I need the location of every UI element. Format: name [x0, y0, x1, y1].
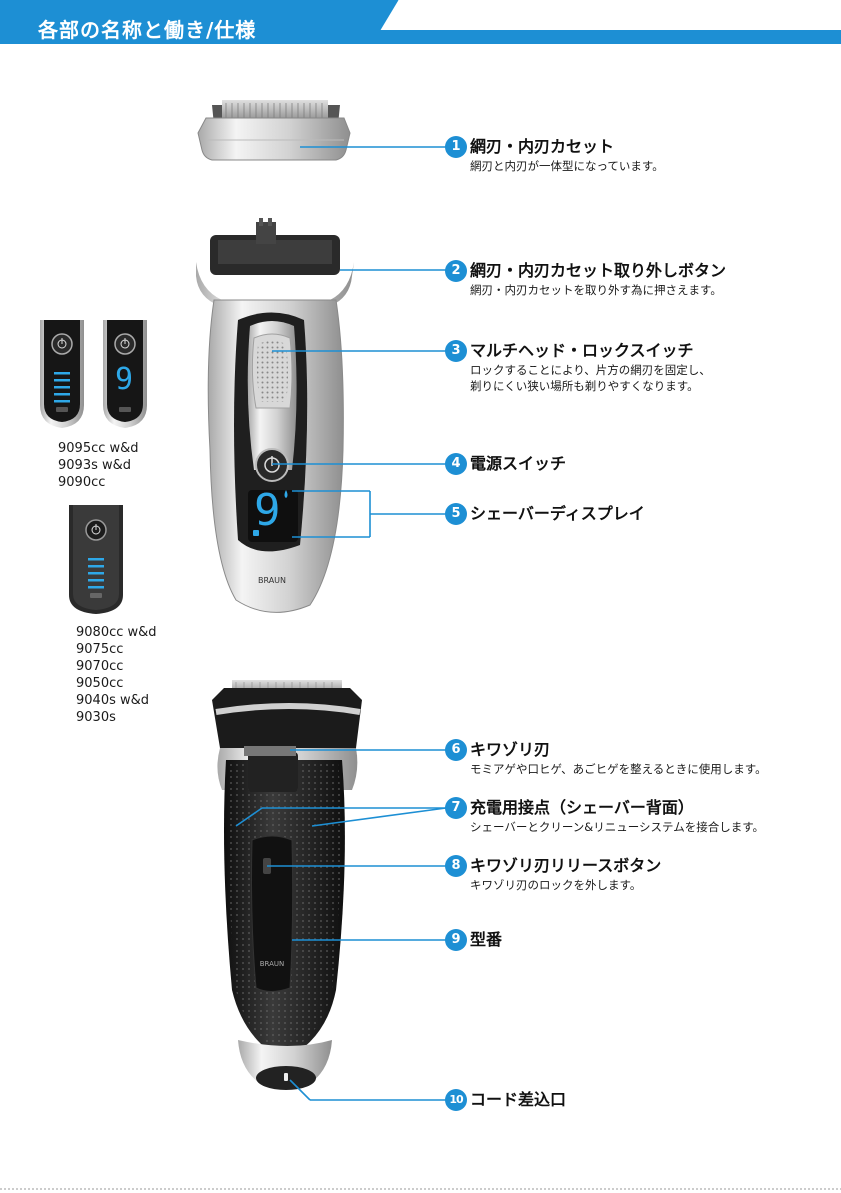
callout-number: 8 — [445, 855, 467, 877]
callout-title: コード差込口 — [470, 1090, 567, 1109]
callout-title: 型番 — [470, 930, 503, 949]
callout-number: 2 — [445, 260, 467, 282]
model-name: 9070cc — [76, 659, 124, 674]
callout-number: 9 — [445, 929, 467, 951]
header-band — [0, 0, 841, 44]
display-variant-bars — [40, 320, 84, 428]
callout-title: 充電用接点（シェーバー背面） — [470, 798, 694, 817]
display-variant-bars-dark — [69, 505, 123, 614]
callout-number: 5 — [445, 503, 467, 525]
dark-shaver-illustration: BRAUN — [212, 680, 362, 1090]
callout-title: 網刃・内刃カセット取り外しボタン — [470, 261, 727, 280]
model-name: 9050cc — [76, 676, 124, 691]
model-name: 9095cc w&d — [58, 441, 139, 456]
callout-title: 電源スイッチ — [470, 454, 567, 473]
callout-desc: 網刃・内刃カセットを取り外す為に押さえます。 — [470, 283, 722, 297]
callout-title: キワゾリ刃リリースボタン — [470, 856, 662, 875]
display-digit-small: 9 — [115, 362, 134, 397]
silver-shaver-illustration: BRAUN — [196, 218, 354, 613]
callout-number: 7 — [445, 797, 467, 819]
brand-logo-silver: BRAUN — [258, 576, 286, 585]
callout-title: キワゾリ刃 — [470, 740, 551, 759]
callout-title: 網刃・内刃カセット — [470, 137, 615, 156]
callout-title: マルチヘッド・ロックスイッチ — [470, 341, 694, 360]
model-name: 9080cc w&d — [76, 625, 157, 640]
callout-number: 4 — [445, 453, 467, 475]
model-name: 9075cc — [76, 642, 124, 657]
callout-desc: 網刃と内刃が一体型になっています。 — [470, 159, 664, 173]
callout-desc: モミアゲや口ヒゲ、あごヒゲを整えるときに使用します。 — [470, 762, 767, 776]
callout-desc: 剃りにくい狭い場所も剃りやすくなります。 — [470, 379, 699, 393]
model-name: 9093s w&d — [58, 458, 132, 473]
callout-title: シェーバーディスプレイ — [470, 504, 645, 523]
leader-lines — [235, 146, 447, 1101]
brand-logo-dark: BRAUN — [260, 960, 285, 968]
footer-divider — [0, 1188, 841, 1190]
page-title: 各部の名称と働き/仕様 — [38, 18, 257, 42]
display-variant-digit — [103, 320, 147, 428]
callout-number: 3 — [445, 340, 467, 362]
model-list-a: 9095cc w&d 9093s w&d 9090cc — [58, 440, 139, 491]
callout-number: 10 — [445, 1089, 467, 1111]
display-digit-main: 9 — [254, 485, 281, 536]
callout-desc: キワゾリ刃のロックを外します。 — [470, 878, 642, 892]
callout-desc: シェーバーとクリーン&リニューシステムを接合します。 — [470, 820, 765, 834]
callout-desc: ロックすることにより、片方の網刃を固定し、 — [470, 363, 711, 377]
model-name: 9090cc — [58, 475, 106, 490]
callout-number: 6 — [445, 739, 467, 761]
model-list-b: 9080cc w&d 9075cc 9070cc 9050cc 9040s w&… — [76, 624, 157, 726]
model-name: 9040s w&d — [76, 693, 150, 708]
callout-number: 1 — [445, 136, 467, 158]
model-name: 9030s — [76, 710, 116, 725]
cassette-illustration — [197, 100, 351, 161]
